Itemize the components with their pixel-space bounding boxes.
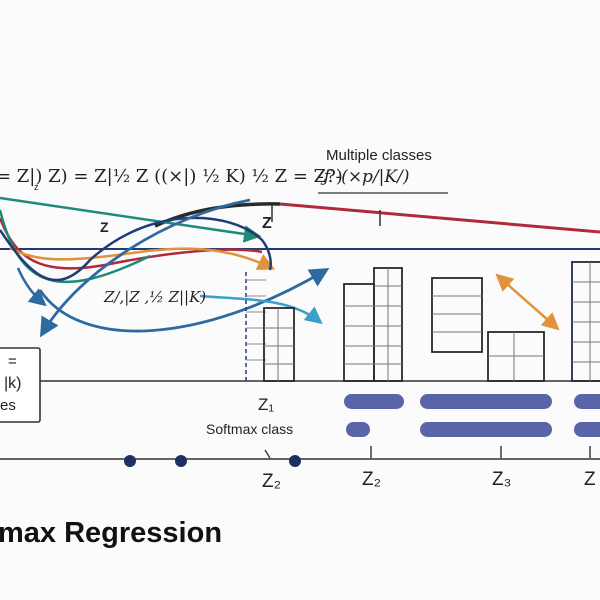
orange-double-arrow — [495, 273, 560, 331]
mid-formula-label: Z/,|Z ,½ Z||K) — [103, 288, 206, 306]
pill-bar-1 — [344, 394, 404, 409]
axis-label-4: Z — [584, 469, 596, 490]
formula-subscript: z — [34, 182, 39, 192]
light-blue-arc — [199, 294, 323, 325]
teal-curve — [0, 209, 151, 284]
formula-tail: -ƒ -(×p/|K/) — [318, 167, 409, 187]
navy-curve — [0, 216, 272, 282]
z1-label: Z₁ — [258, 395, 274, 414]
left-box-line2: |k) — [4, 375, 21, 392]
page-title: max Regression — [0, 517, 222, 549]
red-line — [279, 202, 600, 234]
pill-bar-3 — [574, 394, 600, 409]
bar4-grid — [572, 262, 600, 381]
histogram-bar-1 — [263, 307, 295, 382]
pill-bar-2 — [420, 394, 552, 409]
bar1-grid — [264, 308, 294, 381]
axis-dot-1 — [124, 455, 136, 467]
axis-label-2: Z₂ — [362, 469, 381, 490]
histogram-bar-2a — [343, 283, 375, 382]
softmax-class-label: Softmax class — [206, 421, 293, 437]
left-box-line3: es — [0, 397, 16, 414]
curve-z-label: Z — [100, 219, 109, 235]
formula-main: = Z|) Z) = Z|½ Z ((×|) ½ K) ½ Z = Z?) — [0, 166, 343, 187]
pill-bar-4 — [346, 422, 370, 437]
axis-ticks — [264, 446, 591, 459]
left-label-box — [0, 347, 41, 423]
axis-dot-3 — [289, 455, 301, 467]
axis-label-1: Z₂ — [262, 471, 281, 492]
axis-dot-2 — [175, 455, 187, 467]
dashed-grid — [246, 279, 266, 361]
multiple-classes-label: Multiple classes — [326, 147, 432, 164]
histogram-bar-3a — [431, 277, 483, 353]
bar2-grid — [344, 268, 402, 381]
axis-label-3: Z₃ — [492, 469, 511, 490]
orange-curve — [9, 246, 276, 270]
blue-arrow-down-left — [16, 267, 47, 307]
bar3a-grid — [432, 295, 482, 333]
bar3b-grid — [488, 332, 544, 381]
red-curve — [0, 217, 263, 270]
blue-arc-lower — [38, 267, 330, 333]
left-box-line1: = — [8, 353, 17, 370]
top-tick-label: Z — [262, 215, 272, 232]
teal-line — [0, 196, 262, 243]
pill-bar-5 — [420, 422, 552, 437]
pill-bar-6 — [574, 422, 600, 437]
